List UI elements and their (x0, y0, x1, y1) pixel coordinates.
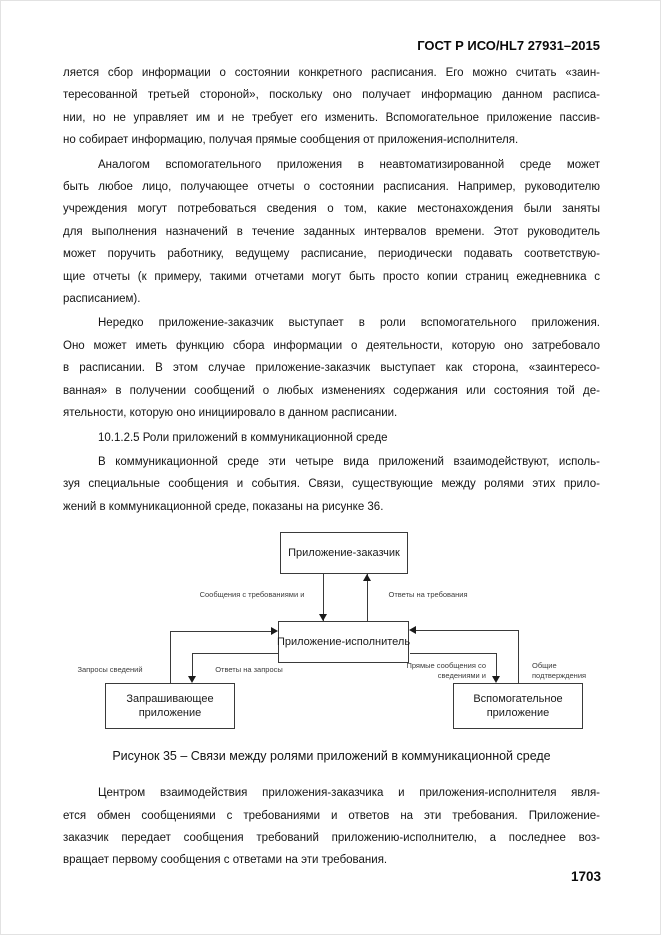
figure-diagram: Приложение-заказчик Приложение-исполните… (0, 530, 661, 742)
connector-line (518, 630, 519, 684)
text-line: быть любое лицо, получающее отчеты о сос… (63, 181, 600, 194)
edge-label-line: Прямые сообщения со (406, 661, 486, 671)
text-line: заказчик передает сообщения требований п… (63, 831, 600, 844)
arrowhead-down-icon (188, 676, 196, 684)
edge-label-info-queries: Запросы сведений (77, 665, 143, 675)
connector-line (416, 630, 519, 632)
page-number: 1703 (570, 869, 601, 884)
arrowhead-right-icon (271, 627, 278, 636)
paragraph: Центром взаимодействия приложения-заказч… (63, 782, 600, 872)
connector-line (192, 653, 278, 655)
text-line: ятельности, которую оно инициировало в д… (63, 407, 398, 420)
arrowhead-down-icon (319, 614, 327, 622)
page-header: ГОСТ Р ИСО/HL7 27931–2015 (417, 38, 600, 53)
text-line: может поручить работнику, ведущему распи… (63, 248, 600, 261)
text-line: Нередко приложение-заказчик выступает в … (98, 317, 600, 330)
arrowhead-down-icon (492, 676, 500, 684)
section-heading: 10.1.2.5 Роли приложений в коммуникацион… (63, 427, 600, 449)
figure-caption: Рисунок 35 – Связи между ролями приложен… (112, 749, 551, 764)
body-text-bottom: Центром взаимодействия приложения-заказч… (63, 782, 600, 874)
body-text-top: ляется сбор информации о состоянии конкр… (63, 62, 600, 520)
node-executor-application: Приложение-исполнитель (276, 621, 411, 664)
text-line: ляется сбор информации о состоянии конкр… (63, 67, 600, 79)
text-line: ванная» в получении сообщений о любых из… (63, 384, 600, 397)
text-line: ется обмен сообщениями с требованиями и … (63, 809, 600, 822)
connector-line (192, 653, 193, 677)
arrowhead-up-icon (363, 574, 371, 582)
edge-label-direct-messages: Прямые сообщения со сведениями и (388, 661, 486, 680)
paragraph: В коммуникационной среде эти четыре вида… (63, 451, 600, 518)
edge-label-request-responses: Ответы на требования (388, 590, 468, 600)
node-label: Приложение-исполнитель (276, 636, 411, 649)
connector-line (496, 653, 497, 677)
connector-line (170, 631, 271, 633)
text-line: Оно может иметь функцию сбора информации… (63, 339, 600, 352)
paragraph: ляется сбор информации о состоянии конкр… (63, 62, 600, 152)
edge-label-line: подтверждения (532, 670, 587, 680)
text-line: учреждения могут потребоваться сведения … (63, 203, 600, 216)
edge-label-acknowledgements: Общие подтверждения (532, 661, 612, 680)
paragraph: Нередко приложение-заказчик выступает в … (63, 312, 600, 424)
text-line: вращает первому сообщения с ответами на … (63, 854, 388, 867)
node-label: Вспомогательное приложение (473, 693, 563, 720)
text-line: в расписании. В этом случае приложение-з… (63, 362, 600, 375)
text-line: но собирает информацию, получая прямые с… (63, 134, 519, 147)
connector-line (410, 653, 496, 655)
edge-label-query-answers: Ответы на запросы (215, 665, 283, 675)
text-line: Центром взаимодействия приложения-заказч… (98, 787, 600, 800)
node-auxiliary-application: Вспомогательное приложение (453, 683, 583, 730)
text-line: В коммуникационной среде эти четыре вида… (98, 455, 600, 468)
node-querying-application: Запрашивающее приложение (105, 683, 235, 730)
text-line: зуя специальные сообщения и события. Свя… (63, 478, 600, 491)
text-line: нии, но не управляет им и не требует его… (63, 111, 600, 124)
text-line: жений в коммуникационной среде, показаны… (63, 500, 384, 513)
connector-line (170, 631, 171, 684)
node-label: Приложение-заказчик (288, 547, 400, 560)
arrowhead-left-icon (409, 626, 416, 635)
text-line: расписанием). (63, 293, 141, 306)
edge-label-line: сведениями и (437, 670, 486, 680)
text-line: для выполнения назначений в течение зада… (63, 225, 600, 238)
edge-label-request-messages: Сообщения с требованиями и (199, 590, 305, 600)
paragraph: Аналогом вспомогательного приложения в н… (63, 154, 600, 311)
text-line: тересованной третьей стороной», поскольк… (63, 89, 600, 102)
text-line: 10.1.2.5 Роли приложений в коммуникацион… (98, 431, 388, 444)
connector-line (367, 574, 368, 622)
node-customer-application: Приложение-заказчик (280, 532, 408, 575)
node-label: Запрашивающее приложение (126, 693, 214, 720)
text-line: щие отчеты (к примеру, такими отчетами м… (63, 270, 600, 283)
edge-label-line: Общие (532, 661, 557, 671)
text-line: Аналогом вспомогательного приложения в н… (98, 158, 600, 171)
connector-line (323, 574, 324, 622)
